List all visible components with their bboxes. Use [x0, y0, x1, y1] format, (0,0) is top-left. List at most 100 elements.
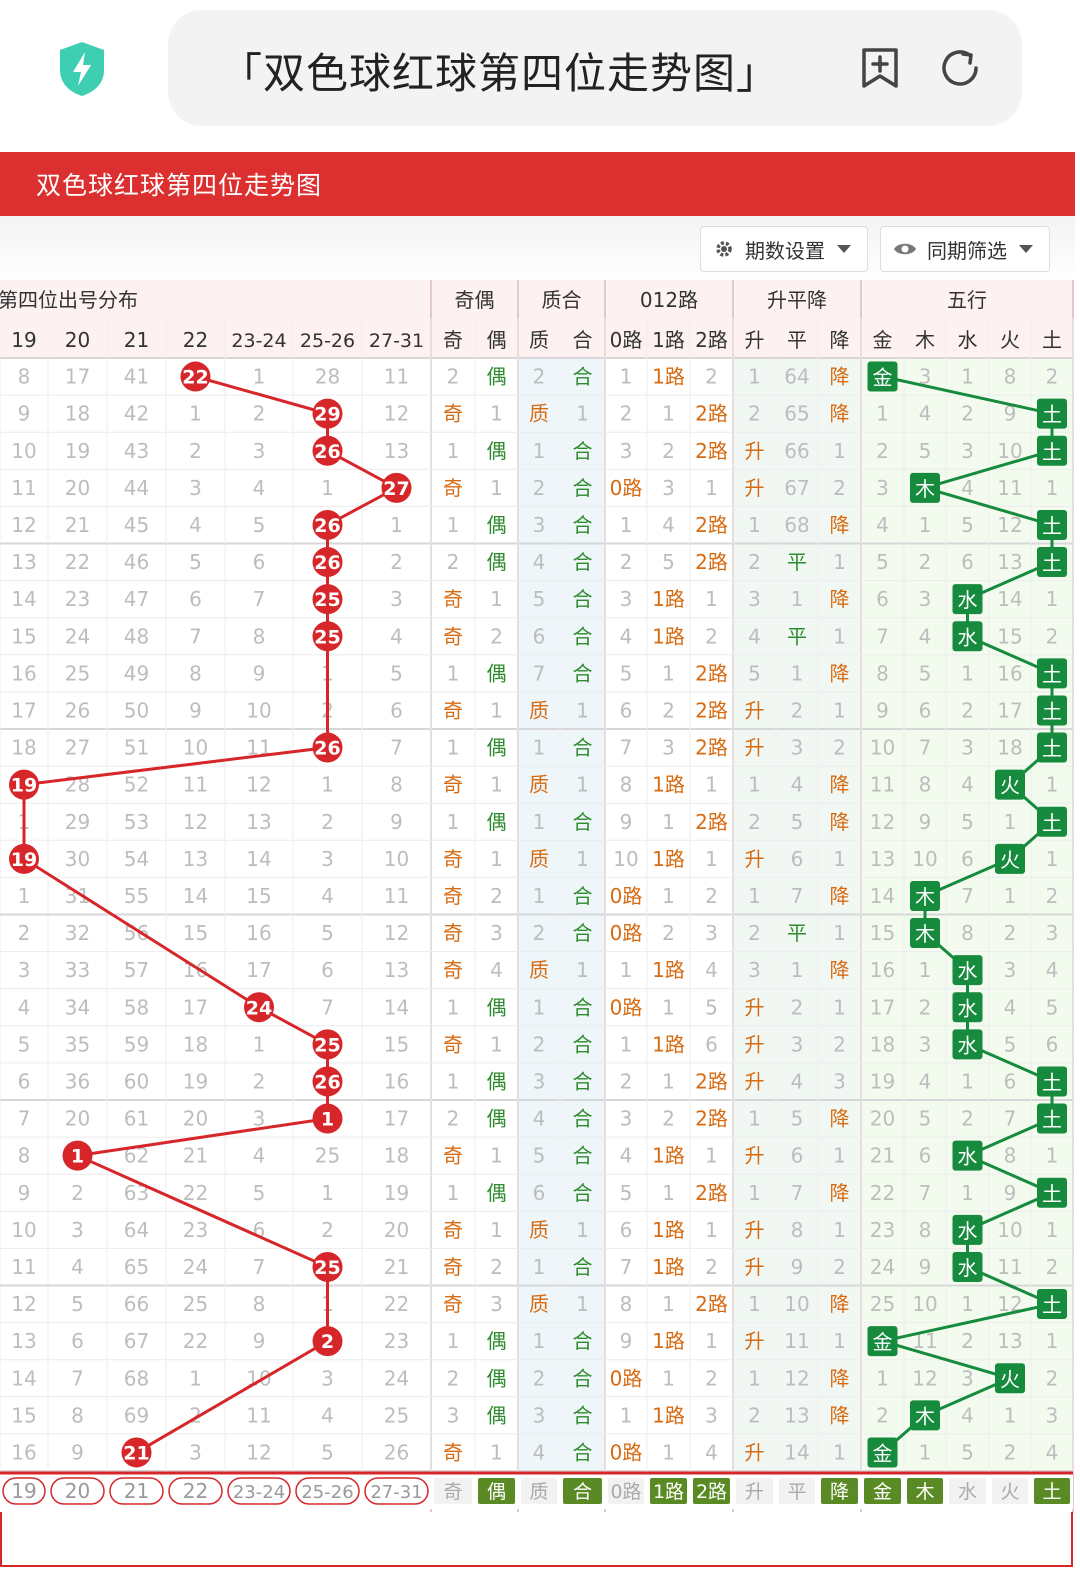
table-cell: 15 — [246, 884, 271, 908]
table-cell: 26 — [384, 1440, 409, 1464]
footer-tag[interactable] — [736, 1478, 773, 1504]
footer-tag-active[interactable] — [864, 1478, 901, 1504]
table-cell: 5 — [533, 587, 546, 611]
footer-tag-active[interactable] — [821, 1478, 858, 1504]
table-cell: 25 — [65, 661, 90, 685]
table-cell: 1 — [662, 1069, 675, 1093]
table-cell: 5 — [662, 550, 675, 574]
footer-ball-label: 25-26 — [301, 1482, 353, 1503]
column-header-14: 升 — [745, 328, 765, 352]
table-cell: 1 — [620, 1032, 633, 1056]
table-cell: 7 — [18, 1107, 31, 1131]
table-cell: 24 — [870, 1255, 895, 1279]
table-cell: 14 — [183, 884, 208, 908]
footer-tag-active[interactable] — [1034, 1478, 1070, 1504]
footer-ball-toggle[interactable] — [109, 1477, 164, 1505]
table-cell: 25 — [384, 1403, 409, 1427]
table-cell: 奇 — [443, 587, 463, 611]
table-cell: 5 — [533, 1144, 546, 1168]
table-cell: 1 — [1004, 884, 1017, 908]
table-cell: 合 — [573, 1440, 593, 1464]
table-cell: 1路 — [652, 1255, 685, 1279]
wuxing-tag-label: 金 — [873, 1330, 893, 1354]
table-cell: 奇 — [443, 698, 463, 722]
footer-tag-active[interactable] — [907, 1478, 943, 1504]
footer-tag-active[interactable] — [478, 1478, 515, 1504]
table-cell: 25 — [183, 1292, 208, 1316]
footer-ball-toggle[interactable] — [295, 1477, 360, 1505]
table-cell: 3 — [321, 847, 334, 871]
table-cell: 13 — [11, 550, 36, 574]
footer-ball-toggle[interactable] — [227, 1477, 291, 1505]
same-period-filter-button[interactable]: 同期筛选 — [880, 226, 1050, 272]
table-cell: 5 — [390, 661, 403, 685]
table-cell: 2 — [533, 1366, 546, 1390]
table-cell: 9 — [390, 810, 403, 834]
table-cell: 29 — [65, 810, 90, 834]
table-cell: 降 — [830, 1107, 850, 1131]
table-cell: 4 — [919, 624, 932, 648]
footer-ball-toggle[interactable] — [2, 1477, 46, 1505]
table-cell: 69 — [124, 1403, 149, 1427]
footer-tag-active[interactable] — [693, 1478, 730, 1504]
table-cell: 8 — [18, 1144, 31, 1168]
table-cell: 8 — [71, 1403, 84, 1427]
footer-ball-toggle[interactable] — [168, 1477, 223, 1505]
table-cell: 1 — [876, 1366, 889, 1390]
footer-tag-active[interactable] — [650, 1478, 687, 1504]
period-setting-button[interactable]: 期数设置 — [700, 226, 868, 272]
footer-tag[interactable] — [434, 1478, 472, 1504]
wuxing-tag — [867, 1437, 898, 1468]
footer-tag[interactable] — [992, 1478, 1028, 1504]
table-cell: 24 — [183, 1255, 208, 1279]
table-cell: 2 — [71, 1181, 84, 1205]
table-cell: 5 — [189, 550, 202, 574]
url-field[interactable]: 「双色球红球第四位走势图」 — [168, 10, 1022, 126]
table-cell: 2 — [253, 1069, 266, 1093]
footer-tag[interactable] — [779, 1478, 815, 1504]
table-cell: 合 — [573, 1366, 593, 1390]
table-cell: 10 — [11, 1218, 36, 1242]
wuxing-tag — [910, 1400, 940, 1431]
table-cell: 66 — [784, 439, 809, 463]
table-cell: 2 — [1046, 884, 1059, 908]
table-cell: 3 — [71, 1218, 84, 1242]
table-cell: 偶 — [487, 1329, 507, 1353]
table-cell: 合 — [573, 550, 593, 574]
table-cell: 13 — [784, 1403, 809, 1427]
table-cell: 1 — [833, 921, 846, 945]
footer-ball-toggle[interactable] — [364, 1477, 429, 1505]
table-cell: 14 — [384, 995, 409, 1019]
footer-ball-toggle[interactable] — [50, 1477, 105, 1505]
table-cell: 1 — [1046, 1329, 1059, 1353]
table-cell: 5 — [961, 810, 974, 834]
table-cell: 8 — [919, 1218, 932, 1242]
table-cell: 奇 — [443, 958, 463, 982]
table-cell: 6 — [919, 698, 932, 722]
table-cell: 2 — [1046, 624, 1059, 648]
table-cell: 2 — [748, 1403, 761, 1427]
wuxing-tag-label: 土 — [1042, 811, 1062, 835]
reload-icon[interactable] — [936, 44, 984, 92]
footer-tag[interactable] — [949, 1478, 986, 1504]
table-cell: 8 — [919, 773, 932, 797]
number-ball — [9, 843, 39, 874]
table-cell: 1 — [961, 365, 974, 389]
url-title: 「双色球红球第四位走势图」 — [220, 49, 780, 98]
table-cell: 4 — [533, 550, 546, 574]
bookmark-add-icon[interactable] — [856, 44, 904, 92]
table-cell: 1 — [705, 1144, 718, 1168]
table-cell: 降 — [830, 958, 850, 982]
footer-tag[interactable] — [521, 1478, 557, 1504]
table-cell: 4 — [253, 1144, 266, 1168]
table-cell: 12 — [912, 1366, 937, 1390]
table-cell: 16 — [997, 661, 1022, 685]
table-cell: 5 — [620, 1181, 633, 1205]
footer-tag-active[interactable] — [563, 1478, 602, 1504]
table-cell: 3 — [189, 476, 202, 500]
table-cell: 42 — [124, 402, 149, 426]
footer-tag[interactable] — [608, 1478, 644, 1504]
table-cell: 2 — [447, 1366, 460, 1390]
shield-bolt-icon[interactable] — [56, 40, 108, 98]
table-cell: 2 — [533, 476, 546, 500]
